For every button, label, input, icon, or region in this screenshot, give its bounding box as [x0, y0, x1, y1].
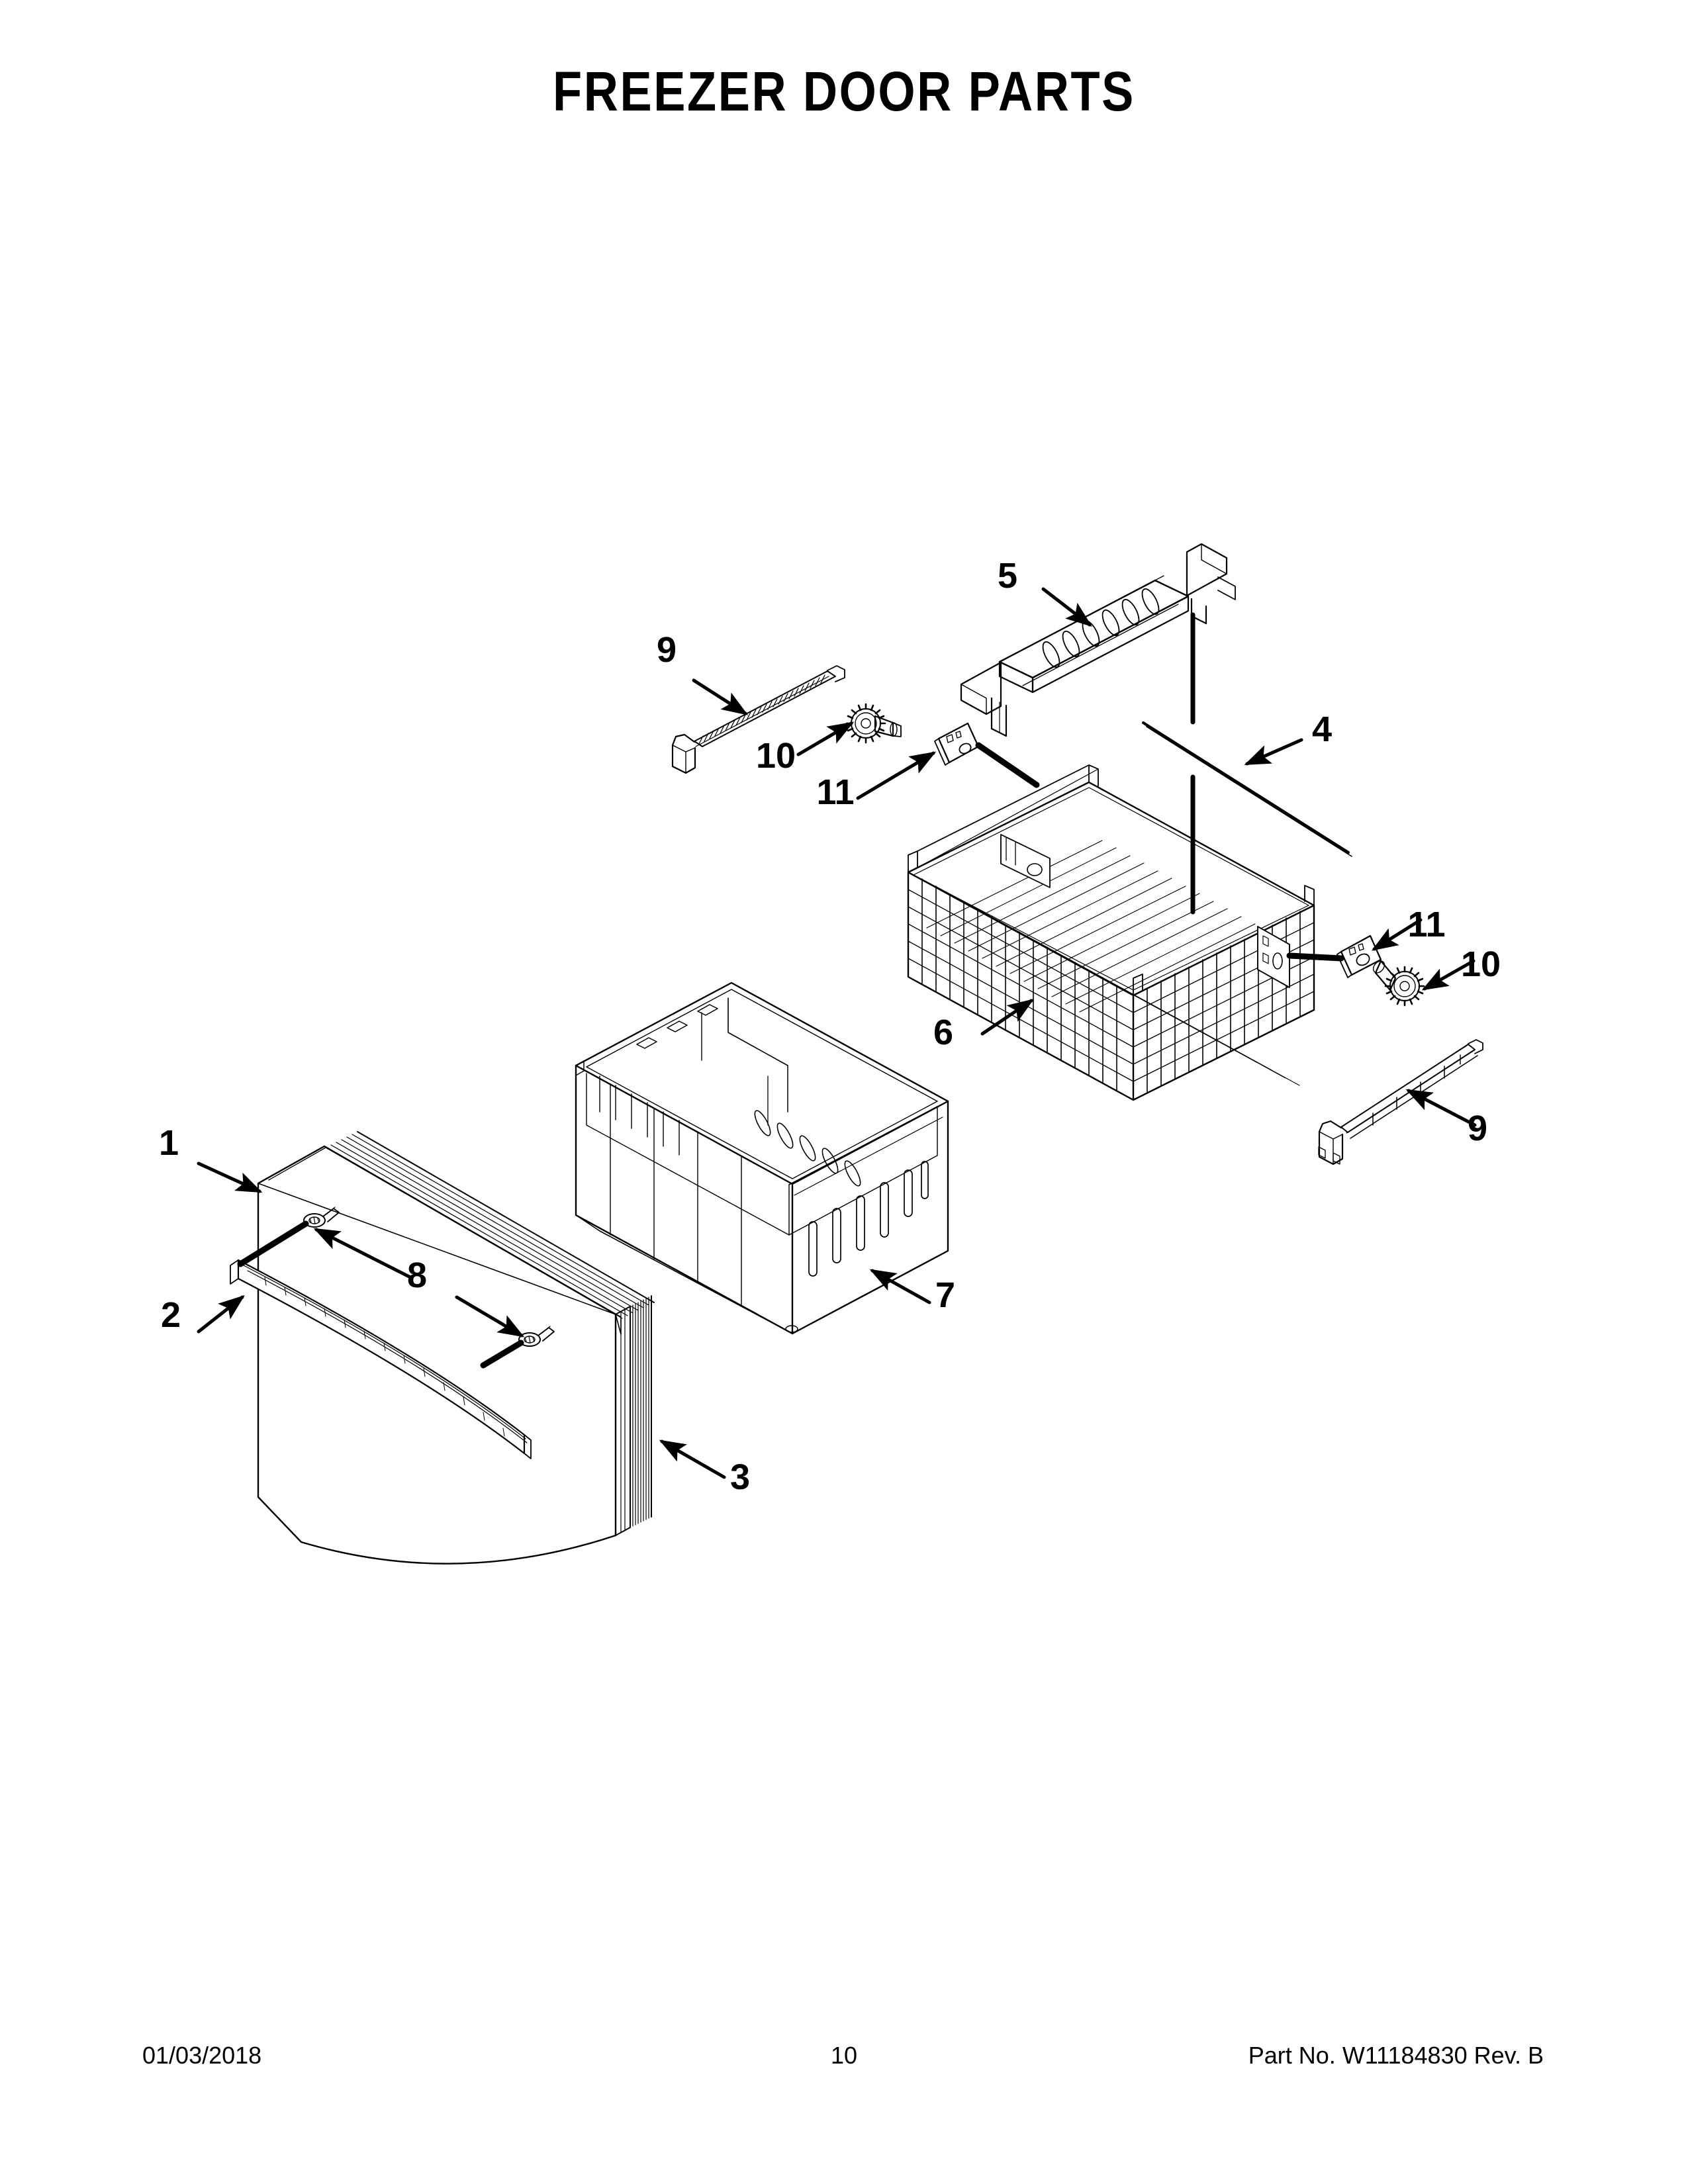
footer-date: 01/03/2018 — [142, 2042, 262, 2069]
part-freezer-drawer-pan — [575, 981, 949, 1335]
footer-part-number: Part No. W11184830 Rev. B — [1248, 2042, 1544, 2069]
callout-label-7: 7 — [935, 1275, 955, 1315]
callout-label-9-left: 9 — [657, 630, 677, 670]
page-footer: 01/03/2018 10 Part No. W11184830 Rev. B — [0, 2042, 1688, 2081]
callout-label-1: 1 — [159, 1123, 179, 1163]
callout-arrows — [197, 587, 1477, 1479]
callout-labels: 1 2 3 4 5 6 7 8 9 9 10 10 11 11 — [159, 556, 1501, 1497]
part-left-rack-rail — [671, 665, 845, 774]
part-left-drive-gear — [845, 703, 902, 744]
callout-label-11-left: 11 — [816, 772, 854, 812]
part-freezer-door-panel — [257, 1145, 631, 1565]
callout-label-2: 2 — [161, 1295, 181, 1335]
callout-label-9-right: 9 — [1468, 1109, 1487, 1148]
part-slotted-divider-rail — [960, 543, 1236, 737]
part-right-drive-gear — [1372, 960, 1425, 1007]
part-wire-freezer-basket — [907, 764, 1315, 1101]
part-right-rack-rail — [1318, 1039, 1483, 1165]
callout-label-10-left: 10 — [756, 736, 796, 776]
callout-label-4: 4 — [1312, 709, 1332, 749]
callout-label-5: 5 — [998, 556, 1017, 596]
part-right-glide-bracket — [1286, 934, 1382, 978]
footer-page-number: 10 — [830, 2042, 858, 2069]
callout-label-6: 6 — [933, 1013, 953, 1052]
part-left-glide-bracket — [934, 722, 1040, 788]
part-basket-support-rod — [1142, 721, 1352, 857]
part-handle-mounting-screw — [237, 1206, 555, 1369]
callout-label-8: 8 — [407, 1255, 427, 1295]
page-title: FREEZER DOOR PARTS — [553, 60, 1135, 122]
callout-label-3: 3 — [730, 1457, 750, 1497]
callout-label-11-right: 11 — [1407, 905, 1445, 944]
part-freezer-door-handle — [230, 1259, 532, 1459]
part-freezer-door-gasket — [325, 1131, 655, 1527]
callout-label-10-right: 10 — [1461, 944, 1501, 984]
